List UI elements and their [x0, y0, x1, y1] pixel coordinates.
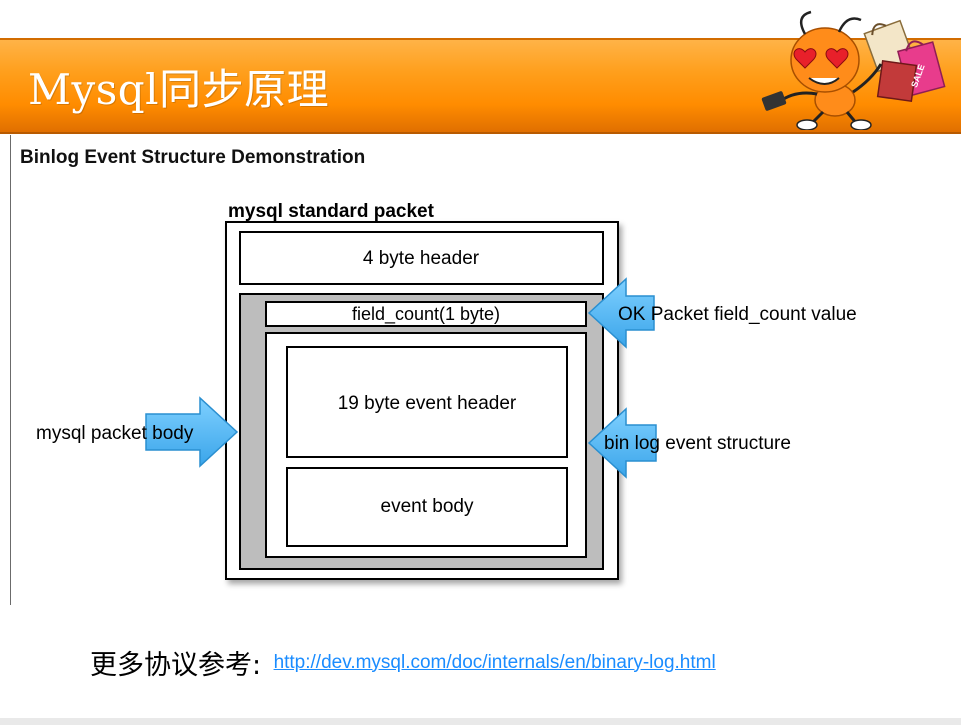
- reference-link[interactable]: http://dev.mysql.com/doc/internals/en/bi…: [273, 651, 716, 673]
- outer-packet-label: mysql standard packet: [228, 201, 435, 222]
- diagram-heading: Binlog Event Structure Demonstration: [20, 147, 366, 168]
- binlog-structure-arrow-label: bin log event structure: [604, 433, 791, 454]
- event-body-box: [286, 467, 568, 547]
- event-header-label: 19 byte event header: [338, 393, 517, 414]
- content-frame: [10, 135, 961, 605]
- reference-prefix: 更多协议参考:: [90, 650, 262, 681]
- ok-packet-arrow: [587, 277, 655, 349]
- slide-title: Mysql同步原理: [28, 65, 330, 114]
- packet-body-arrow: [145, 396, 239, 468]
- reference-row: 更多协议参考: http://dev.mysql.com/doc/interna…: [90, 643, 716, 682]
- field-count-box: [265, 301, 587, 327]
- bottom-strip: [0, 718, 961, 725]
- binlog-structure-arrow: [587, 407, 657, 479]
- ant-mascot-shopping-icon: SALE: [761, 10, 946, 130]
- shopping-bag-icon: SALE: [863, 19, 946, 103]
- field-count-label: field_count(1 byte): [352, 304, 500, 325]
- header-box: [239, 231, 604, 285]
- event-body-label: event body: [381, 496, 474, 517]
- ok-packet-arrow-label: OK Packet field_count value: [618, 304, 857, 325]
- packet-body-arrow-label: mysql packet body: [36, 423, 194, 444]
- header-box-label: 4 byte header: [363, 248, 480, 269]
- event-header-box: [286, 346, 568, 458]
